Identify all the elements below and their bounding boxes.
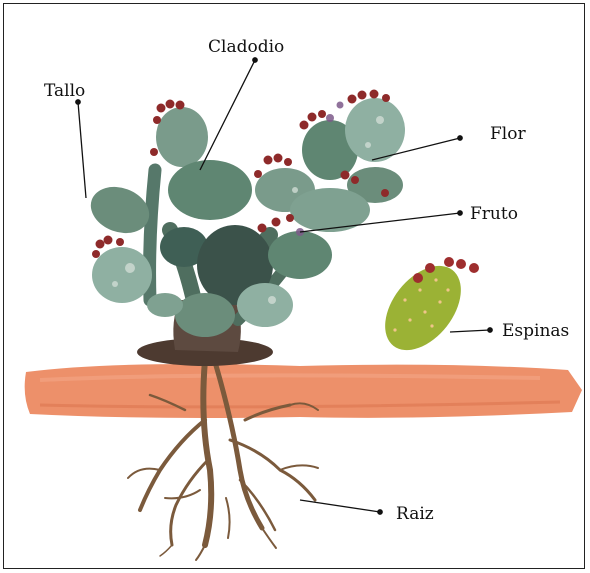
label-raiz: Raiz: [396, 504, 434, 524]
cactus-plant: [84, 90, 405, 367]
label-flor: Flor: [490, 124, 526, 144]
soil-band: [25, 364, 582, 418]
label-espinas: Espinas: [502, 321, 569, 341]
label-tallo: Tallo: [44, 81, 85, 101]
label-fruto: Fruto: [470, 204, 518, 224]
detached-pad: [370, 252, 479, 365]
label-cladodio: Cladodio: [208, 37, 284, 57]
